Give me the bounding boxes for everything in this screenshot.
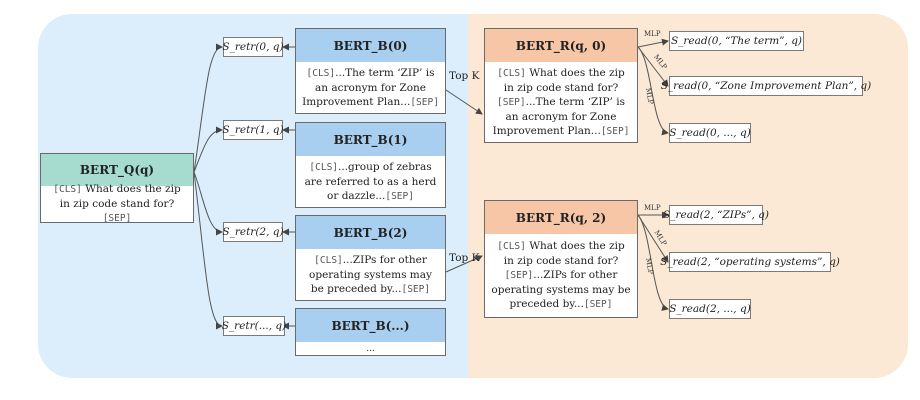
retriever-score-1: S_retr(1, q) [222,120,284,140]
reader-text: [CLS] What does the zip in zip code stan… [485,234,637,317]
reader-score-2-0: S_read(2, “ZIPs”, q) [663,205,769,225]
query-text: [CLS] What does the zip in zip code stan… [41,183,193,224]
reader-text: [CLS] What does the zip in zip code stan… [485,62,637,142]
passage-text: ... [296,342,445,355]
passage-text: [CLS]...ZIPs for other operating systems… [296,249,445,300]
query-encoder-title: BERT_Q(q) [41,154,193,187]
top-k-label: Top K [449,70,480,82]
passage-encoder-0: BERT_B(0) [CLS]...The term ‘ZIP’ is an a… [295,28,446,114]
reader-score-0-1: S_read(0, “Zone Improvement Plan”, q) [661,76,871,96]
reader-score-2-n: S_read(2, ..., q) [669,299,751,319]
retriever-score-n: S_retr(..., q) [222,316,286,336]
reader-title: BERT_R(q, 0) [485,29,637,63]
retriever-score-2: S_retr(2, q) [222,222,284,242]
top-k-label: Top K [449,252,480,264]
passage-title: BERT_B(...) [296,309,445,343]
query-encoder: BERT_Q(q) [CLS] What does the zip in zip… [40,153,194,224]
passage-encoder-n: BERT_B(...) ... [295,308,446,356]
mlp-label: MLP [644,204,661,212]
reader-encoder-0: BERT_R(q, 0) [CLS] What does the zip in … [484,28,638,143]
reader-encoder-2: BERT_R(q, 2) [CLS] What does the zip in … [484,200,638,318]
reader-score-2-1: S_read(2, “operating systems”, q) [660,252,840,272]
passage-text: [CLS]...The term ‘ZIP’ is an acronym for… [296,62,445,113]
passage-title: BERT_B(0) [296,29,445,63]
reader-score-0-n: S_read(0, ..., q) [669,123,751,143]
passage-title: BERT_B(2) [296,216,445,250]
passage-encoder-1: BERT_B(1) [CLS]...group of zebras are re… [295,122,446,208]
retriever-score-0: S_retr(0, q) [222,37,284,57]
passage-text: [CLS]...group of zebras are referred to … [296,156,445,207]
passage-encoder-2: BERT_B(2) [CLS]...ZIPs for other operati… [295,215,446,301]
reader-title: BERT_R(q, 2) [485,201,637,235]
mlp-label: MLP [644,30,661,38]
reader-score-0-0: S_read(0, “The term”, q) [669,31,804,51]
passage-title: BERT_B(1) [296,123,445,157]
